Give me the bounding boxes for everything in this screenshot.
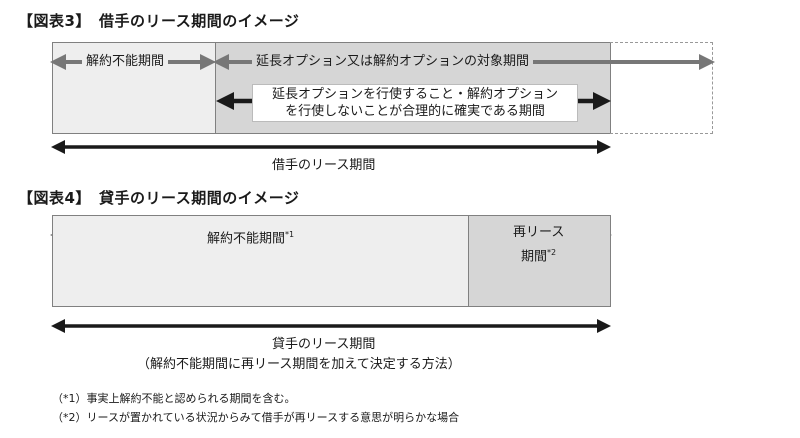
fig4-lease-term-note: （解約不能期間に再リース期間を加えて決定する方法） (137, 357, 461, 372)
fig4-noncancellable-label: 解約不能期間*1 (203, 227, 299, 248)
footnote-1: （*1）事実上解約不能と認められる期間を含む。 (52, 392, 296, 405)
fig4-re-lease-mark: *2 (547, 248, 557, 257)
fig4-re-lease-line2-wrap: 期間*2 (521, 245, 556, 265)
fig4-re-lease-line2: 期間 (521, 249, 548, 265)
fig3-certain-label-box: 延長オプションを行使すること・解約オプション を行使しないことが合理的に確実であ… (252, 84, 578, 122)
fig3-option-extension-dashed (610, 42, 713, 134)
fig3-lease-term-label: 借手のリース期間 (272, 158, 376, 173)
fig3-noncancellable-label: 解約不能期間 (82, 54, 169, 70)
fig3-certain-label-line1: 延長オプションを行使すること・解約オプション (271, 87, 558, 102)
fig3-certain-label-line2: を行使しないことが合理的に確実である期間 (285, 104, 545, 119)
fig4-noncancellable-text: 解約不能期間 (207, 231, 286, 247)
figure4-title: 【図表4】 貸手のリース期間のイメージ (18, 189, 300, 207)
figure3-title: 【図表3】 借手のリース期間のイメージ (18, 12, 300, 30)
fig4-noncancellable-mark: *1 (285, 230, 295, 239)
fig4-lease-term-label: 貸手のリース期間 (272, 337, 376, 352)
footnote-2: （*2）リースが置かれている状況からみて借手が再リースする意思が明らかな場合 (52, 411, 460, 424)
fig3-extension-label: 延長オプション又は解約オプションの対象期間 (252, 54, 534, 70)
fig4-re-lease-line1: 再リース (509, 225, 569, 241)
